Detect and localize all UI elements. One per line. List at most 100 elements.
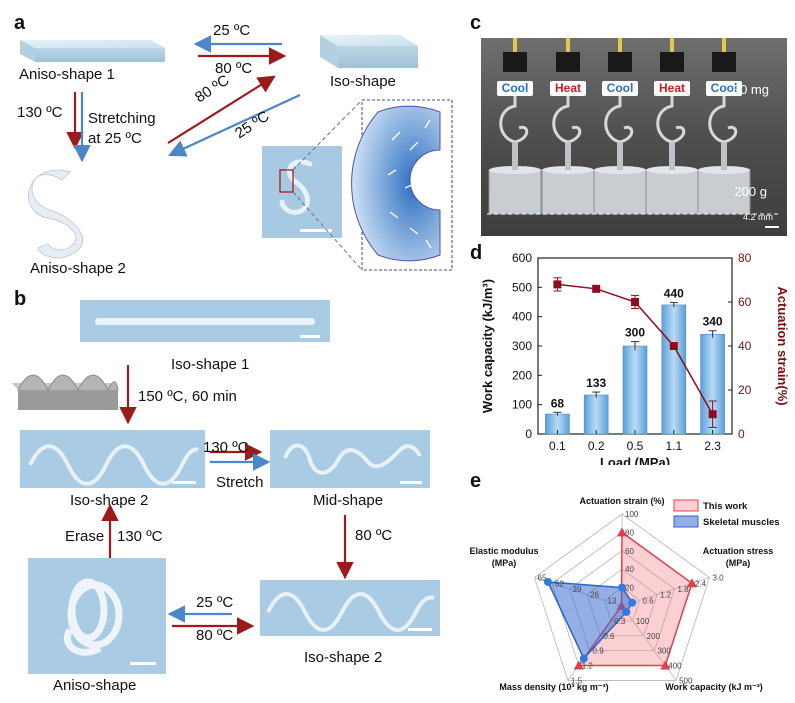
condition-150: 150 ºC, 60 min bbox=[138, 388, 237, 405]
radar-point bbox=[686, 578, 697, 588]
iso-shape-label: Iso-shape bbox=[330, 73, 396, 90]
tag-cool-5: Cool bbox=[706, 81, 742, 96]
radar-tick-label: 26 bbox=[590, 591, 599, 600]
radar-point bbox=[618, 583, 626, 592]
bar bbox=[622, 345, 648, 435]
radar-tick-label: 1.8 bbox=[677, 585, 689, 594]
tag-cool-1: Cool bbox=[497, 81, 533, 96]
radar-tick-label: 39 bbox=[573, 585, 582, 594]
x-axis-title: Load (MPa) bbox=[600, 455, 670, 465]
stretch-label: Stretch bbox=[216, 474, 264, 491]
y2-tick-label: 20 bbox=[738, 383, 752, 397]
iso-shape-slab bbox=[320, 35, 418, 68]
x-tick-label: 2.3 bbox=[704, 439, 721, 453]
radar-tick-label: 2.4 bbox=[695, 579, 707, 588]
radar-tick-label: 40 bbox=[625, 565, 634, 574]
y-tick-label: 600 bbox=[512, 251, 532, 265]
y-tick-label: 100 bbox=[512, 398, 532, 412]
displacement-label: 4.2 mm bbox=[742, 212, 773, 222]
weight bbox=[645, 169, 699, 215]
radar-axis-label-unit: (MPa) bbox=[492, 558, 517, 568]
radar-tick-label: 0.6 bbox=[603, 632, 615, 641]
y-axis-title: Work capacity (kJ/m³) bbox=[480, 279, 495, 413]
actuator-array-graphics bbox=[487, 38, 781, 228]
mid-shape-label: Mid-shape bbox=[313, 492, 384, 509]
bar-value-label: 300 bbox=[625, 326, 645, 340]
x-tick-label: 1.1 bbox=[665, 439, 682, 453]
y-tick-label: 300 bbox=[512, 339, 532, 353]
radar-point bbox=[543, 577, 552, 586]
mid-shape-photo bbox=[270, 430, 430, 488]
weight bbox=[593, 169, 647, 215]
aniso-shape-1-label: Aniso-shape 1 bbox=[19, 66, 115, 83]
radar-tick-label: 400 bbox=[668, 662, 682, 671]
radar-tick-label: 100 bbox=[625, 510, 639, 519]
binder-clip bbox=[556, 52, 580, 72]
radar-tick-label: 300 bbox=[657, 647, 671, 656]
radar-point bbox=[573, 660, 584, 670]
radar-tick-label: 52 bbox=[555, 579, 564, 588]
stretching-temp-label: at 25 ºC bbox=[88, 130, 142, 147]
y2-tick-label: 60 bbox=[738, 295, 752, 309]
radar-point bbox=[660, 660, 671, 670]
bar-value-label: 340 bbox=[703, 315, 723, 329]
panel-a-graphics bbox=[20, 35, 453, 271]
wire bbox=[670, 38, 674, 52]
wire bbox=[513, 38, 517, 52]
temp-80-down: 80 ºC bbox=[355, 527, 393, 544]
radar-grid bbox=[569, 550, 675, 652]
iso-shape-2-label-b: Iso-shape 2 bbox=[304, 649, 383, 666]
panel-label-b: b bbox=[14, 288, 27, 310]
iso-shape-2-photo bbox=[20, 430, 205, 488]
radar-tick-label: 65 bbox=[538, 574, 547, 583]
radar-point bbox=[622, 607, 631, 616]
strain-point bbox=[669, 342, 678, 350]
wave-mold bbox=[12, 374, 119, 410]
bar-value-label: 133 bbox=[586, 376, 606, 390]
weight-stem bbox=[721, 142, 727, 170]
iso-shape-1-label: Iso-shape 1 bbox=[171, 356, 250, 373]
temp-130-a: 130 ºC bbox=[17, 104, 63, 121]
y-tick-label: 500 bbox=[512, 280, 532, 294]
binder-clip bbox=[608, 52, 632, 72]
radar-axis-label: Mass density (10³ kg m⁻³) bbox=[499, 682, 608, 692]
hook bbox=[604, 90, 634, 144]
legend-swatch bbox=[673, 515, 699, 528]
weight bbox=[697, 169, 751, 215]
stretching-label: Stretching bbox=[88, 110, 156, 127]
radar-tick-label: 0.3 bbox=[614, 617, 626, 626]
wire bbox=[618, 38, 622, 52]
bar-value-label: 68 bbox=[551, 396, 565, 410]
y-tick-label: 200 bbox=[512, 368, 532, 382]
panel-label-d: d bbox=[470, 242, 483, 264]
radar-tick-label: 80 bbox=[625, 528, 634, 537]
legend-label: This work bbox=[703, 501, 748, 512]
temp-25-b: 25 ºC bbox=[196, 594, 234, 611]
radar-point bbox=[628, 598, 637, 607]
radar-tick-label: 500 bbox=[679, 676, 693, 685]
work-capacity-chart: 0100200300400500600020406080680.11330.23… bbox=[480, 251, 790, 465]
wire bbox=[722, 38, 726, 52]
temp-25-top: 25 ºC bbox=[213, 22, 251, 39]
strain-point bbox=[553, 280, 562, 289]
aniso-shape-photo bbox=[28, 558, 166, 674]
hook bbox=[656, 90, 686, 144]
radar-tick-label: 1.2 bbox=[660, 591, 672, 600]
binder-clip bbox=[712, 52, 736, 72]
radar-axis-label: Actuation stress bbox=[703, 546, 774, 556]
y2-tick-label: 0 bbox=[738, 427, 745, 441]
radar-axis-label: Work capacity (kJ m⁻³) bbox=[665, 682, 763, 692]
y-tick-label: 0 bbox=[525, 427, 532, 441]
binder-clip bbox=[503, 52, 527, 72]
radar-point bbox=[617, 527, 627, 537]
y2-tick-label: 40 bbox=[738, 339, 752, 353]
radar-tick-label: 13 bbox=[608, 596, 617, 605]
hook bbox=[499, 90, 529, 144]
radar-comparison-chart: 204060801000.61.21.82.43.010020030040050… bbox=[470, 496, 780, 692]
radar-tick-label: 0.9 bbox=[593, 647, 605, 656]
radar-tick-label: 1.5 bbox=[571, 676, 583, 685]
radar-tick-label: 100 bbox=[636, 617, 650, 626]
temp-80-top: 80 ºC bbox=[215, 60, 253, 77]
tag-heat-2: Heat bbox=[550, 81, 586, 96]
y2-axis-title: Actuation strain(%) bbox=[775, 286, 790, 405]
